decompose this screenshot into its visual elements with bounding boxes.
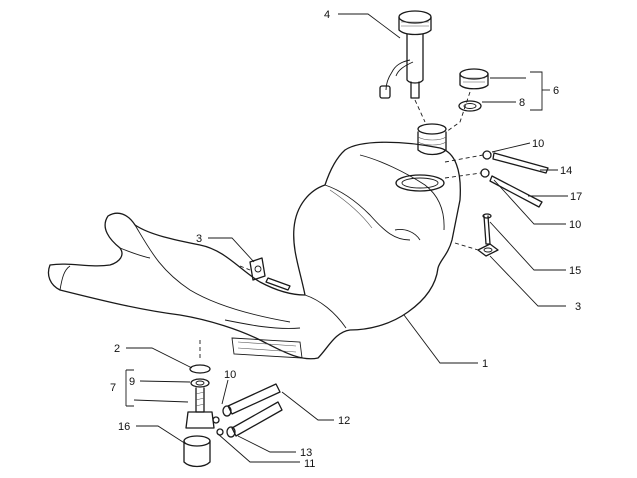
left-mount <box>239 257 291 291</box>
callout-16: 16 <box>118 421 130 433</box>
callout-17: 17 <box>570 191 582 203</box>
cap-axis-line <box>445 91 471 133</box>
fuel-tank <box>47 123 461 360</box>
leader-lines <box>125 13 568 463</box>
callout-7: 7 <box>110 382 116 394</box>
callout-12: 12 <box>338 415 350 427</box>
callout-labels: 4 6 8 10 14 17 10 15 3 3 1 2 9 7 16 10 1… <box>110 9 582 470</box>
fuel-tap-assembly <box>183 340 283 468</box>
callout-10-bottom: 10 <box>224 369 236 381</box>
callout-8: 8 <box>519 97 525 109</box>
callout-13: 13 <box>300 447 312 459</box>
callout-6: 6 <box>553 85 559 97</box>
fuel-level-sender <box>379 10 432 99</box>
callout-3-left: 3 <box>196 233 202 245</box>
callout-3-right: 3 <box>575 301 581 313</box>
filler-cap <box>459 68 489 90</box>
right-fittings <box>444 150 549 257</box>
callout-1: 1 <box>482 358 488 370</box>
callout-4: 4 <box>324 9 330 21</box>
callout-11: 11 <box>304 458 315 470</box>
callout-10-top: 10 <box>532 138 544 150</box>
sender-axis-line <box>414 99 426 123</box>
callout-2: 2 <box>114 343 120 355</box>
cap-washer <box>458 100 482 112</box>
callout-15: 15 <box>569 265 581 277</box>
callout-9: 9 <box>129 376 135 388</box>
callout-14: 14 <box>560 165 572 177</box>
callout-10-right: 10 <box>569 219 581 231</box>
